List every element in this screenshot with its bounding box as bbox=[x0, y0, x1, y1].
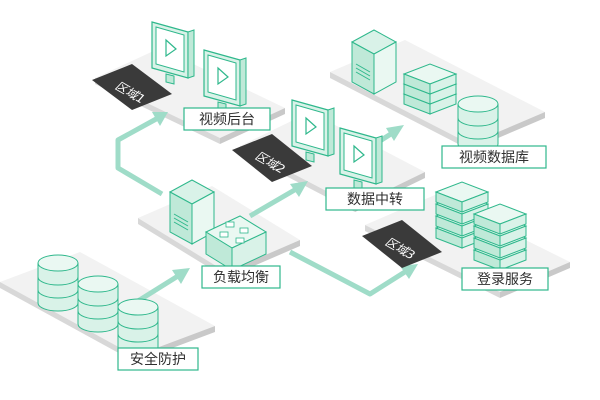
node-label: 安全防护 bbox=[130, 351, 186, 368]
node-label: 视频后台 bbox=[199, 112, 255, 128]
label-login-service: 登录服务 bbox=[461, 267, 549, 291]
arrow-loadbalance-to-zone2 bbox=[248, 185, 300, 219]
database-icon bbox=[37, 254, 79, 312]
label-video-db: 视频数据库 bbox=[441, 145, 547, 169]
server-tower-icon bbox=[351, 29, 397, 95]
node-label: 登录服务 bbox=[477, 272, 533, 288]
arrow-heads bbox=[152, 112, 418, 284]
node-label: 视频数据库 bbox=[459, 150, 529, 166]
database-icon bbox=[457, 95, 499, 153]
zone-tag-1: 区域1 bbox=[92, 64, 172, 110]
node-label: 负载均衡 bbox=[213, 270, 269, 286]
database-icon bbox=[117, 298, 159, 356]
label-video-backend: 视频后台 bbox=[183, 107, 271, 131]
arrow-loadbalance-to-zone3 bbox=[288, 249, 410, 297]
node-label: 数据中转 bbox=[347, 192, 403, 208]
server-stack-icon bbox=[473, 203, 527, 271]
database-icon bbox=[77, 275, 119, 333]
switch-icon bbox=[204, 215, 268, 271]
label-data-transfer: 数据中转 bbox=[325, 187, 425, 211]
arrow-loadbalance-to-zone1 bbox=[115, 115, 164, 197]
load-balance-equipment bbox=[169, 179, 268, 271]
label-security: 安全防护 bbox=[117, 347, 199, 371]
server-stack-icon bbox=[403, 63, 457, 115]
label-load-balance: 负载均衡 bbox=[201, 265, 281, 289]
